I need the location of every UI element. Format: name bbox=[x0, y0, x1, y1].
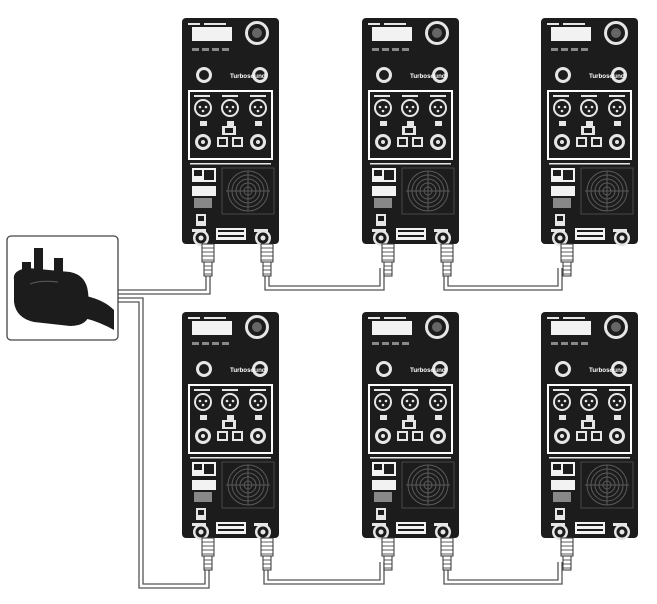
rotary-encoder-icon bbox=[604, 315, 628, 339]
powercon-connector-icon bbox=[373, 230, 389, 246]
cooling-fan-icon bbox=[221, 461, 275, 509]
speaker-panel-bot-mid: Turbosound bbox=[362, 312, 459, 571]
cable-bottom-left-to-bottom-mid bbox=[263, 562, 385, 585]
cooling-fan-icon bbox=[401, 167, 455, 215]
cooling-fan-icon bbox=[580, 461, 634, 509]
powercon-connector-icon bbox=[435, 524, 451, 540]
brand-logo-text: Turbosound bbox=[589, 367, 625, 374]
brand-logo-text: Turbosound bbox=[410, 367, 446, 374]
xlr-connector-icon bbox=[374, 99, 392, 117]
power-in-cable-connector bbox=[381, 243, 395, 277]
lcd-display bbox=[372, 27, 412, 41]
uk-mains-plug-icon bbox=[13, 248, 114, 330]
speaker-panel-top-mid: Turbosound bbox=[362, 18, 459, 277]
brand-logo-text: Turbosound bbox=[410, 73, 446, 80]
cooling-fan-icon bbox=[580, 167, 634, 215]
cooling-fan-icon bbox=[221, 167, 275, 215]
lcd-display bbox=[192, 27, 232, 41]
rotary-encoder-icon bbox=[245, 315, 269, 339]
power-out-cable-connector bbox=[440, 243, 454, 277]
xlr-connector-icon bbox=[608, 393, 626, 411]
power-in-cable-connector bbox=[201, 537, 215, 571]
brand-logo-text: Turbosound bbox=[230, 73, 266, 80]
powercon-connector-icon bbox=[552, 230, 568, 246]
power-in-cable-connector bbox=[560, 243, 574, 277]
powercon-connector-icon bbox=[552, 524, 568, 540]
brand-logo-text: Turbosound bbox=[230, 367, 266, 374]
cable-top-left-to-top-mid bbox=[264, 268, 385, 291]
cable-top-mid-to-top-right bbox=[443, 268, 563, 291]
lcd-display bbox=[192, 321, 232, 335]
rotary-encoder-icon bbox=[245, 21, 269, 45]
power-in-cable-connector bbox=[560, 537, 574, 571]
lcd-display bbox=[551, 321, 591, 335]
speaker-panel-top-left: Turbosound bbox=[182, 18, 279, 277]
speaker-panel-top-right: Turbosound bbox=[541, 18, 638, 277]
mains-plug-callout bbox=[6, 235, 119, 341]
cable-plug-to-bottom-left bbox=[118, 297, 206, 585]
powercon-connector-icon bbox=[255, 230, 271, 246]
powercon-connector-icon bbox=[193, 524, 209, 540]
power-out-cable-connector bbox=[260, 537, 274, 571]
power-out-cable-connector bbox=[440, 537, 454, 571]
lcd-display bbox=[372, 321, 412, 335]
speaker-panel-bot-right: Turbosound bbox=[541, 312, 638, 571]
cooling-fan-icon bbox=[401, 461, 455, 509]
power-cables bbox=[118, 268, 563, 589]
powercon-connector-icon bbox=[255, 524, 271, 540]
powercon-connector-icon bbox=[373, 524, 389, 540]
xlr-connector-icon bbox=[401, 99, 419, 117]
brand-logo-text: Turbosound bbox=[589, 73, 625, 80]
xlr-connector-icon bbox=[221, 99, 239, 117]
powercon-connector-icon bbox=[614, 524, 630, 540]
xlr-connector-icon bbox=[580, 393, 598, 411]
xlr-connector-icon bbox=[194, 99, 212, 117]
xlr-connector-icon bbox=[249, 393, 267, 411]
xlr-connector-icon bbox=[401, 393, 419, 411]
rotary-encoder-icon bbox=[425, 21, 449, 45]
powercon-connector-icon bbox=[193, 230, 209, 246]
xlr-connector-icon bbox=[374, 393, 392, 411]
power-out-cable-connector bbox=[260, 243, 274, 277]
powercon-connector-icon bbox=[614, 230, 630, 246]
cable-plug-to-top-left bbox=[118, 268, 207, 291]
xlr-connector-icon bbox=[553, 393, 571, 411]
rotary-encoder-icon bbox=[425, 315, 449, 339]
speaker-panel-bot-left: Turbosound bbox=[182, 312, 279, 571]
xlr-connector-icon bbox=[249, 99, 267, 117]
xlr-connector-icon bbox=[194, 393, 212, 411]
xlr-connector-icon bbox=[429, 99, 447, 117]
power-in-cable-connector bbox=[201, 243, 215, 277]
xlr-connector-icon bbox=[580, 99, 598, 117]
lcd-display bbox=[551, 27, 591, 41]
xlr-connector-icon bbox=[221, 393, 239, 411]
cable-bottom-mid-to-bottom-right bbox=[443, 562, 563, 585]
power-in-cable-connector bbox=[381, 537, 395, 571]
xlr-connector-icon bbox=[553, 99, 571, 117]
xlr-connector-icon bbox=[608, 99, 626, 117]
rotary-encoder-icon bbox=[604, 21, 628, 45]
powercon-connector-icon bbox=[435, 230, 451, 246]
xlr-connector-icon bbox=[429, 393, 447, 411]
